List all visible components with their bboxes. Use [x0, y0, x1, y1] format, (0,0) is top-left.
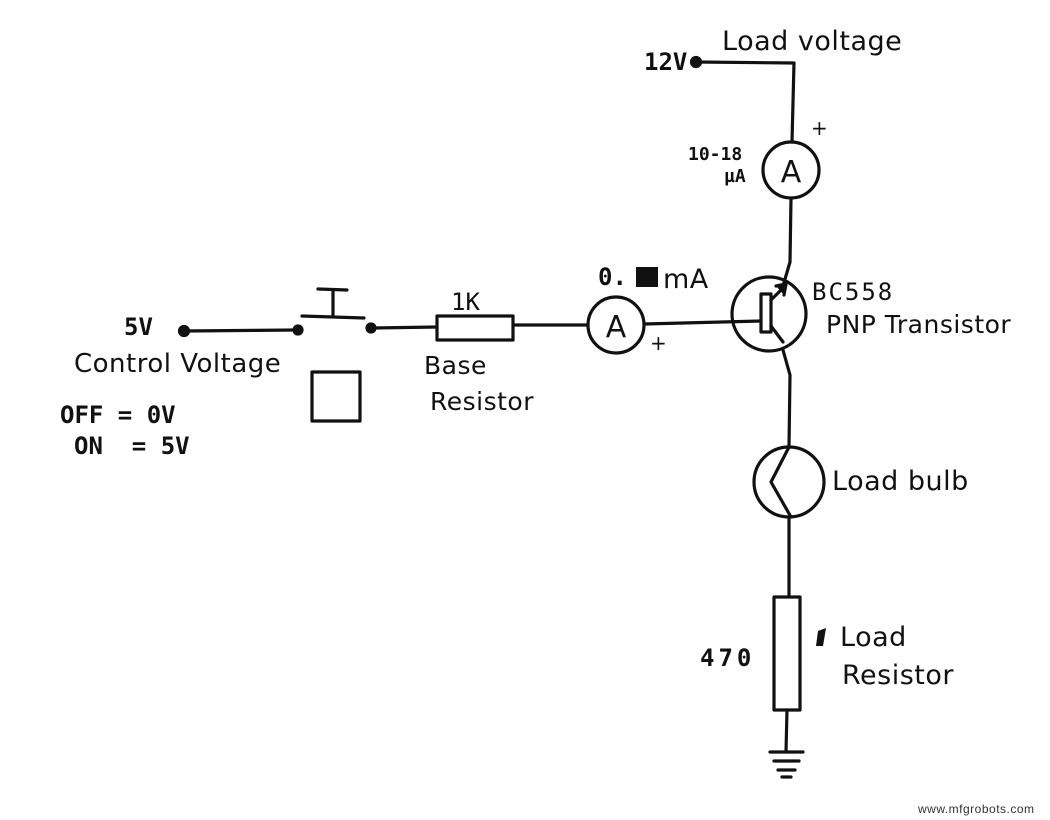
label-base-resistor-line1: Base: [424, 351, 487, 380]
transistor-emitter-arrow: [774, 282, 788, 297]
switch-contact-left: [292, 324, 304, 336]
label-transistor-model: BC558: [812, 278, 895, 306]
transistor-bc558: [730, 275, 808, 353]
label-base-reading-prefix: 0.: [598, 263, 627, 291]
transistor-base-bar: [759, 292, 773, 334]
wire-control: [182, 328, 298, 333]
ammeter-base-plus: +: [650, 331, 667, 355]
label-supply-12v: 12V: [644, 48, 688, 76]
ground-symbol: [768, 750, 805, 779]
wire-switch-resistor: [373, 325, 439, 330]
label-ammeter-top-unit: µA: [724, 166, 746, 187]
watermark: www.mfgrobots.com: [918, 802, 1035, 816]
load-bulb-filament: [769, 445, 793, 519]
load-resistor: [772, 595, 802, 712]
load-bulb: [752, 445, 826, 519]
label-on-state: ON = 5V: [74, 432, 190, 460]
label-ammeter-top-reading: 10-18: [688, 144, 743, 165]
ink-blot: [816, 628, 826, 646]
wire-collector: [781, 348, 792, 449]
pushbutton-square: [310, 370, 362, 423]
wire-supply: [694, 60, 796, 144]
wire-resistor-ground: [784, 708, 789, 754]
label-load-bulb: Load bulb: [832, 466, 969, 497]
label-transistor-type: PNP Transistor: [826, 310, 1012, 339]
label-load-voltage: Load voltage: [722, 26, 903, 57]
label-load-resistor-line2: Resistor: [842, 660, 954, 691]
base-resistor: [435, 314, 515, 342]
transistor-collector-lead: [769, 324, 785, 344]
label-off-state: OFF = 0V: [60, 401, 176, 429]
wire-emitter: [781, 196, 793, 288]
label-base-resistor-line2: Resistor: [430, 387, 534, 416]
label-control-5v: 5V: [124, 313, 153, 341]
label-base-resistor-value: 1K: [451, 288, 480, 316]
label-base-reading-unit: mA: [663, 264, 709, 295]
ammeter-base-symbol: A: [606, 310, 627, 345]
ammeter-collector-plus: +: [811, 116, 828, 140]
label-load-resistor-line1: Load: [840, 622, 907, 653]
label-control-voltage: Control Voltage: [74, 349, 282, 379]
label-load-resistor-value: 470: [700, 644, 756, 672]
pushbutton-actuator: [300, 287, 366, 320]
wire-base: [642, 319, 763, 326]
reading-redaction: [636, 267, 658, 287]
ammeter-collector-symbol: A: [781, 155, 802, 190]
